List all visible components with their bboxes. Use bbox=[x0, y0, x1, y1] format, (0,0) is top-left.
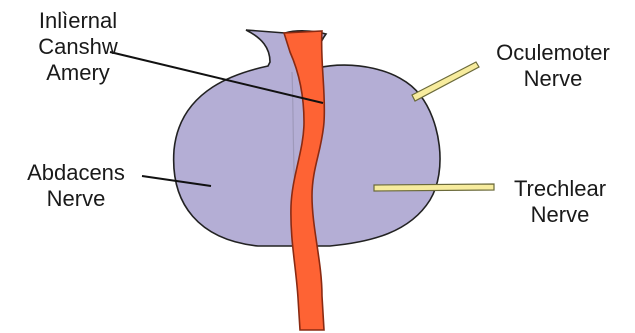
abducens-line-2: Nerve bbox=[8, 186, 144, 212]
trochlear-nerve bbox=[374, 184, 494, 191]
oculomotor-nerve bbox=[412, 62, 479, 101]
carotid-line-3: Amery bbox=[18, 60, 138, 86]
abducens-line-1: Abdacens bbox=[8, 160, 144, 186]
trochlear-line-2: Nerve bbox=[498, 202, 622, 228]
carotid-line-2: Canshw bbox=[18, 34, 138, 60]
label-oculomotor-nerve: Oculemoter Nerve bbox=[483, 40, 623, 92]
oculomotor-line-1: Oculemoter bbox=[483, 40, 623, 66]
label-trochlear-nerve: Trechlear Nerve bbox=[498, 176, 622, 228]
carotid-line-1: Inlìernal bbox=[18, 8, 138, 34]
oculomotor-line-2: Nerve bbox=[483, 66, 623, 92]
label-abducens-nerve: Abdacens Nerve bbox=[8, 160, 144, 212]
trochlear-line-1: Trechlear bbox=[498, 176, 622, 202]
label-internal-carotid-artery: Inlìernal Canshw Amery bbox=[18, 8, 138, 86]
